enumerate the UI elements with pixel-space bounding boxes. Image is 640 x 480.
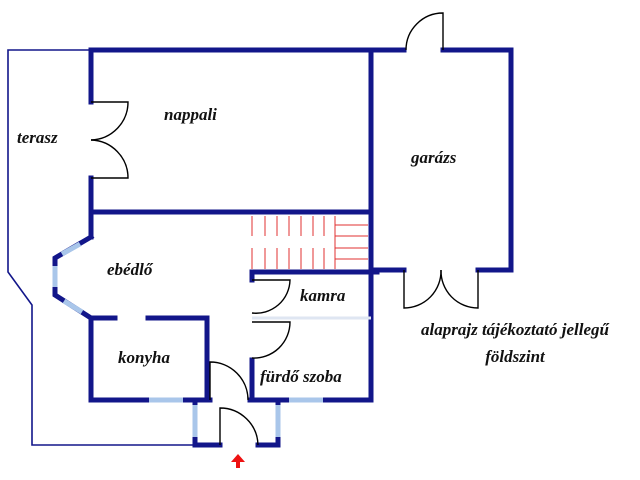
room-label-garazs: garázs bbox=[411, 148, 457, 167]
plan-note-line1: alaprajz tájékoztató jellegű bbox=[421, 320, 609, 339]
room-label-ebedlo: ebédlő bbox=[107, 260, 153, 279]
plan-note-line2: földszint bbox=[485, 347, 545, 366]
room-label-nappali: nappali bbox=[164, 105, 217, 124]
garage-gate-right[interactable] bbox=[440, 269, 479, 309]
kamra-door[interactable] bbox=[251, 279, 291, 314]
terrace-outline bbox=[7, 49, 195, 446]
windows bbox=[52, 241, 323, 437]
garage-gate-left[interactable] bbox=[403, 269, 442, 309]
front-door[interactable] bbox=[219, 407, 259, 446]
room-label-furdo: fürdő szoba bbox=[260, 367, 342, 386]
entrance-arrow-icon bbox=[231, 454, 245, 468]
stairs bbox=[251, 216, 368, 269]
inner-entry-door[interactable] bbox=[209, 361, 249, 401]
room-label-konyha: konyha bbox=[118, 348, 170, 367]
room-label-terasz: terasz bbox=[17, 128, 58, 147]
terrace-door-left[interactable] bbox=[90, 101, 129, 141]
garage-side-door[interactable] bbox=[405, 12, 444, 51]
terrace-door-right[interactable] bbox=[90, 139, 129, 179]
doors bbox=[90, 12, 479, 446]
bathroom-door[interactable] bbox=[251, 321, 291, 359]
room-label-kamra: kamra bbox=[300, 286, 346, 305]
